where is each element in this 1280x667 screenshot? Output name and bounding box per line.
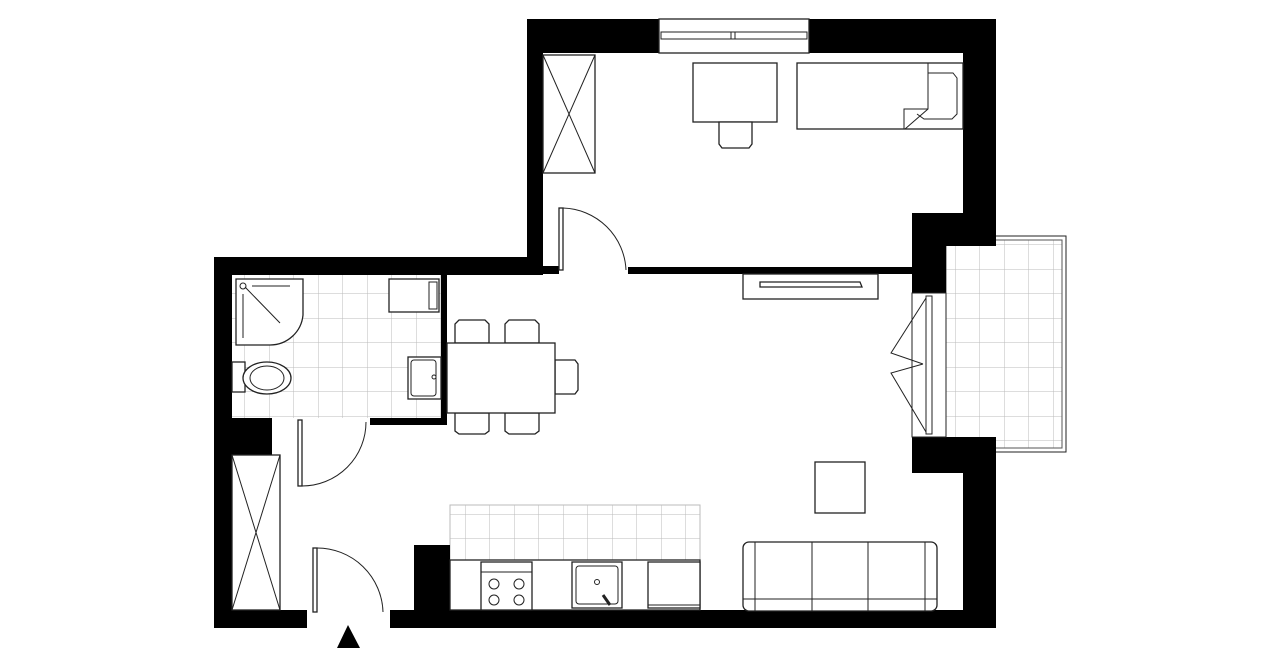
kitchen-backsplash-tiles — [449, 504, 701, 561]
dining-table — [446, 342, 556, 414]
bedroom-wardrobe — [542, 54, 596, 174]
balcony — [945, 235, 1067, 453]
bedroom-door[interactable] — [558, 207, 627, 271]
tv-unit — [742, 273, 879, 300]
entrance-door[interactable] — [312, 547, 384, 613]
toilet — [231, 361, 292, 395]
sofa — [742, 541, 938, 612]
stove — [480, 561, 533, 611]
dining-set — [446, 319, 579, 435]
kitchen-sink — [571, 561, 623, 609]
fridge — [647, 561, 701, 609]
coffee-table — [814, 461, 866, 514]
shower — [235, 278, 304, 346]
bathroom-sink — [407, 356, 442, 400]
bed — [796, 62, 964, 130]
desk — [692, 62, 778, 123]
kitchen-counter — [449, 559, 701, 611]
bedroom-window — [658, 18, 810, 54]
hallway-wardrobe — [231, 454, 281, 611]
washing-machine — [388, 278, 440, 313]
walls — [214, 19, 996, 628]
triangle-up-icon — [337, 625, 360, 648]
balcony-door[interactable] — [890, 292, 947, 438]
bathroom-door[interactable] — [297, 419, 367, 487]
desk-chair — [718, 121, 753, 149]
